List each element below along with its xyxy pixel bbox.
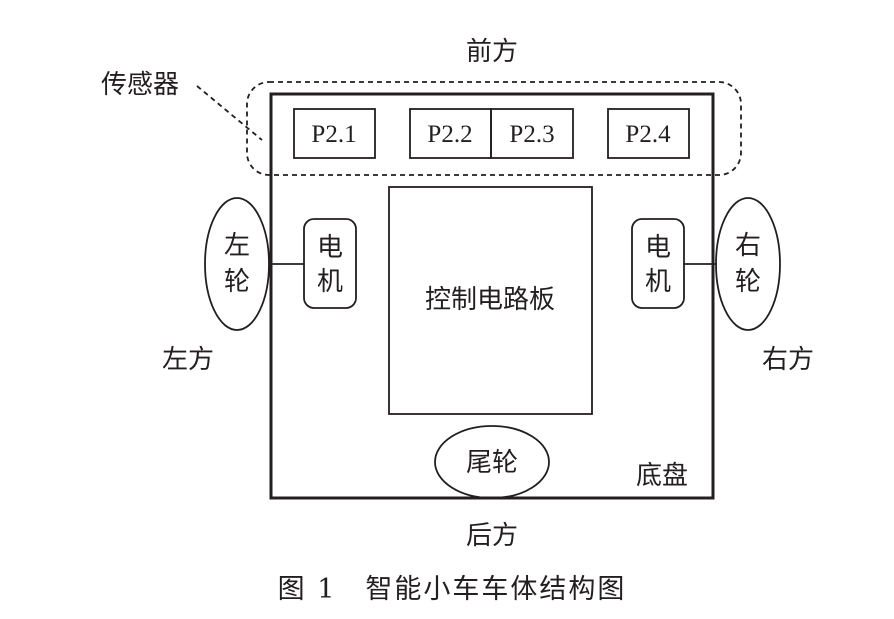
left-wheel bbox=[204, 197, 270, 331]
control-board bbox=[388, 186, 593, 415]
right-motor-label-2: 机 bbox=[645, 267, 671, 297]
sensor-region bbox=[246, 81, 742, 176]
left-direction-label: 左方 bbox=[162, 345, 214, 375]
sensor-group-label: 传感器 bbox=[101, 70, 179, 100]
right-wheel-label-1: 右 bbox=[735, 231, 761, 261]
right-motor-label-1: 电 bbox=[645, 233, 671, 263]
left-motor bbox=[303, 218, 357, 309]
sensor-label-p2-2: P2.2 bbox=[427, 121, 472, 148]
right-wheel-label-2: 轮 bbox=[735, 267, 761, 297]
left-wheel-label-2: 轮 bbox=[224, 267, 250, 297]
tail-wheel bbox=[434, 425, 550, 499]
sensor-box-p2-3 bbox=[490, 108, 574, 159]
sensor-label-p2-3: P2.3 bbox=[509, 121, 554, 148]
front-direction-label: 前方 bbox=[466, 37, 518, 67]
sensor-box-p2-1 bbox=[293, 108, 376, 159]
sensor-label-p2-4: P2.4 bbox=[625, 121, 671, 148]
tail-wheel-label: 尾轮 bbox=[466, 448, 518, 478]
control-board-label: 控制电路板 bbox=[425, 285, 555, 315]
right-direction-label: 右方 bbox=[762, 345, 814, 375]
right-motor bbox=[631, 218, 685, 309]
chassis-label: 底盘 bbox=[636, 461, 688, 491]
right-wheel bbox=[715, 197, 781, 331]
rear-direction-label: 后方 bbox=[466, 521, 518, 551]
figure-caption: 图 1 智能小车车体结构图 bbox=[278, 574, 627, 605]
left-motor-label-1: 电 bbox=[317, 233, 343, 263]
sensor-label-p2-1: P2.1 bbox=[311, 121, 356, 148]
sensor-pointer-line bbox=[196, 85, 263, 141]
sensor-box-p2-4 bbox=[607, 108, 690, 159]
left-motor-label-2: 机 bbox=[317, 267, 343, 297]
left-wheel-label-1: 左 bbox=[224, 231, 250, 261]
